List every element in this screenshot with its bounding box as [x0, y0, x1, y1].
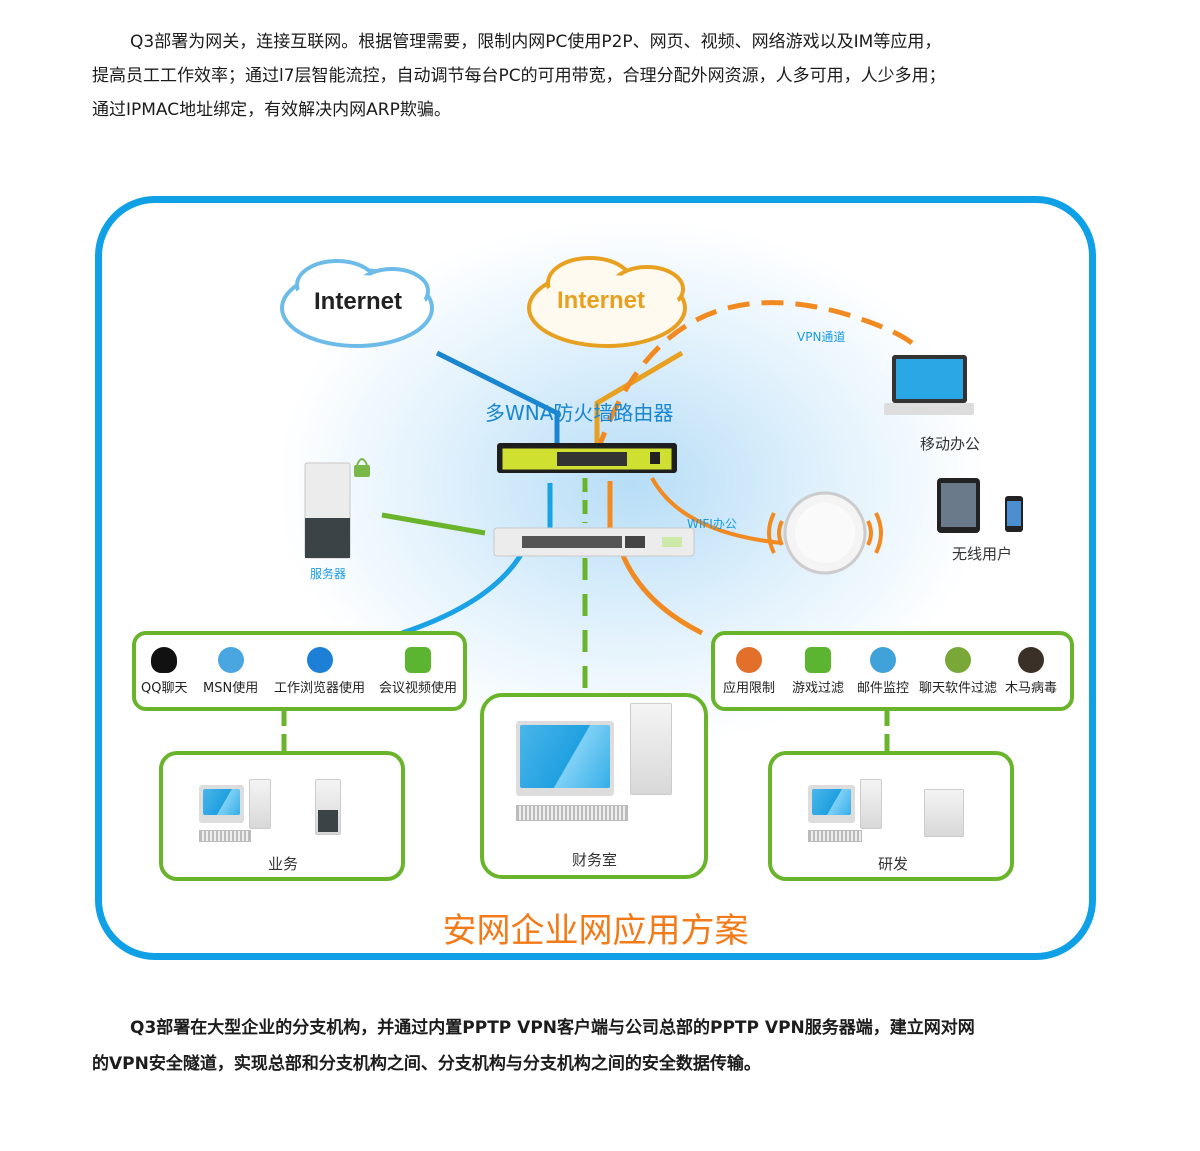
qq-penguin-icon	[151, 647, 178, 673]
server-link	[381, 512, 486, 536]
wifi-office-label: WIFI办公	[687, 517, 737, 531]
keyboard-icon	[199, 830, 251, 842]
desktop-monitor-icon	[199, 785, 244, 823]
switch-left-link	[401, 551, 525, 636]
intro-line: Q3部署为网关，连接互联网。根据管理需要，限制内网PC使用P2P、网页、视频、网…	[130, 32, 942, 52]
chat-filter-icon	[945, 647, 971, 673]
internet-cloud-label-orange: Internet	[557, 287, 646, 314]
department-business: 业务	[159, 751, 405, 881]
wireless-users-label: 无线用户	[952, 545, 1013, 563]
pc-tower-icon	[249, 779, 271, 829]
department-finance: 财务室	[480, 693, 708, 879]
app-chat-filter: 聊天软件过滤	[919, 647, 997, 696]
laptop-icon	[884, 355, 974, 415]
gamepad-icon	[805, 647, 831, 673]
app-restriction: 应用限制	[723, 647, 775, 696]
intro-paragraph: Q3部署为网关，连接互联网。根据管理需要，限制内网PC使用P2P、网页、视频、网…	[92, 25, 1122, 127]
network-diagram-frame: Internet Internet 多WNA防火墙路由器 VPN通道 WIFI办…	[95, 196, 1096, 960]
app-game-filter: 游戏过滤	[792, 647, 844, 696]
app-mail-monitor: 邮件监控	[857, 647, 909, 696]
keyboard-icon	[516, 805, 628, 821]
vpn-tunnel-label: VPN通道	[797, 330, 846, 344]
department-label: 财务室	[572, 851, 618, 869]
cloud-icon-orange	[527, 256, 687, 348]
app-play-icon	[736, 647, 762, 673]
department-label: 业务	[268, 855, 299, 873]
keyboard-icon	[808, 830, 862, 842]
pc-tower-icon	[630, 703, 672, 795]
right-app-group: 应用限制 游戏过滤 邮件监控 聊天软件过滤 木马病毒	[711, 631, 1074, 711]
tablet-icon	[937, 478, 980, 533]
trojan-virus-icon	[1018, 647, 1044, 673]
app-trojan-virus: 木马病毒	[1005, 647, 1057, 696]
server-tower-icon	[315, 779, 341, 835]
msn-buddy-icon	[217, 647, 244, 673]
outro-paragraph: Q3部署在大型企业的分支机构，并通过内置PPTP VPN客户端与公司总部的PPT…	[92, 1010, 1122, 1082]
mobile-office-label: 移动办公	[920, 435, 981, 453]
cloud-icon-blue	[280, 259, 434, 348]
smartphone-icon	[1005, 496, 1023, 532]
server-label: 服务器	[310, 567, 347, 581]
router-label: 多WNA防火墙路由器	[485, 401, 674, 425]
intro-line: 通过IPMAC地址绑定，有效解决内网ARP欺骗。	[92, 100, 451, 120]
app-browser: 工作浏览器使用	[274, 647, 365, 696]
lock-icon	[356, 458, 368, 466]
ie-browser-icon	[306, 647, 333, 673]
internet-cloud-label-blue: Internet	[314, 288, 403, 315]
app-qq-chat: QQ聊天	[141, 647, 187, 696]
wan-link-orange	[594, 350, 684, 453]
switch-right-link	[619, 552, 704, 636]
router-icon	[497, 443, 677, 473]
outro-line: 的VPN安全隧道，实现总部和分支机构之间、分支机构与分支机构之间的安全数据传输。	[92, 1054, 761, 1074]
phone-call-icon	[405, 647, 431, 673]
diagram-title: 安网企业网应用方案	[442, 911, 749, 951]
department-rnd: 研发	[768, 751, 1014, 881]
department-label: 研发	[878, 855, 909, 873]
left-app-group: QQ聊天 MSN使用 工作浏览器使用 会议视频使用	[132, 631, 467, 711]
intro-line: 提高员工工作效率；通过l7层智能流控，自动调节每台PC的可用带宽，合理分配外网资…	[92, 66, 946, 86]
wan-link-blue	[435, 350, 560, 453]
pc-tower-icon	[860, 779, 882, 829]
app-msn: MSN使用	[203, 647, 258, 696]
mail-icon	[870, 647, 896, 673]
storage-server-icon	[924, 789, 964, 837]
outro-line: Q3部署在大型企业的分支机构，并通过内置PPTP VPN客户端与公司总部的PPT…	[130, 1018, 975, 1038]
wifi-access-point-icon	[767, 491, 883, 575]
desktop-monitor-icon	[516, 721, 614, 796]
server-icon	[304, 458, 370, 559]
desktop-monitor-icon	[808, 785, 855, 823]
switch-icon	[493, 527, 695, 557]
wifi-link	[650, 477, 783, 545]
connection-lines	[280, 256, 1023, 753]
app-video-meeting: 会议视频使用	[379, 647, 457, 696]
vpn-tunnel-line	[594, 300, 914, 454]
